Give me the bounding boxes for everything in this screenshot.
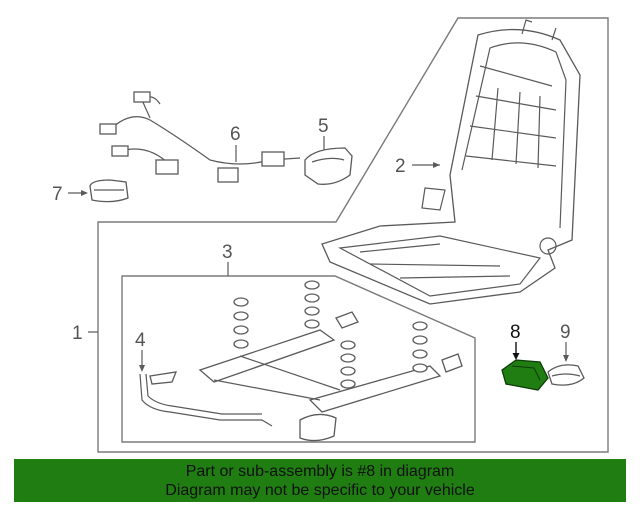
side-cover[interactable] xyxy=(89,179,129,203)
assembly-outline xyxy=(97,17,609,453)
highlighted-part-8[interactable] xyxy=(501,359,549,391)
arrow-7 xyxy=(81,190,88,196)
banner-line-1: Part or sub-assembly is #8 in diagram xyxy=(185,463,455,480)
arrow-8 xyxy=(512,353,520,360)
info-banner: Part or sub-assembly is #8 in diagram Di… xyxy=(14,459,626,502)
callout-5: 5 xyxy=(318,116,329,137)
wire-rod[interactable] xyxy=(139,371,273,427)
arrow-4 xyxy=(139,365,145,372)
banner-line-2: Diagram may not be specific to your vehi… xyxy=(165,482,475,499)
wire-harness[interactable] xyxy=(99,91,301,183)
washer-stack-3 xyxy=(340,340,356,389)
washer-stack-4 xyxy=(412,321,428,373)
washer-stack-1 xyxy=(233,297,249,349)
seat-frame[interactable] xyxy=(321,19,581,305)
track-box xyxy=(121,275,476,443)
knob-cover[interactable] xyxy=(304,147,353,185)
washer-stack-2 xyxy=(304,280,320,329)
callout-4: 4 xyxy=(135,330,146,351)
callout-8: 8 xyxy=(510,322,521,343)
callout-2: 2 xyxy=(395,156,406,177)
arrow-9 xyxy=(563,355,569,362)
callout-3: 3 xyxy=(222,242,233,263)
callout-6: 6 xyxy=(230,124,241,145)
callout-9: 9 xyxy=(560,322,571,343)
callout-1: 1 xyxy=(72,323,83,344)
cap[interactable] xyxy=(547,364,585,386)
arrow-2 xyxy=(433,162,440,168)
callout-7: 7 xyxy=(52,184,63,205)
seat-track[interactable] xyxy=(198,280,463,442)
